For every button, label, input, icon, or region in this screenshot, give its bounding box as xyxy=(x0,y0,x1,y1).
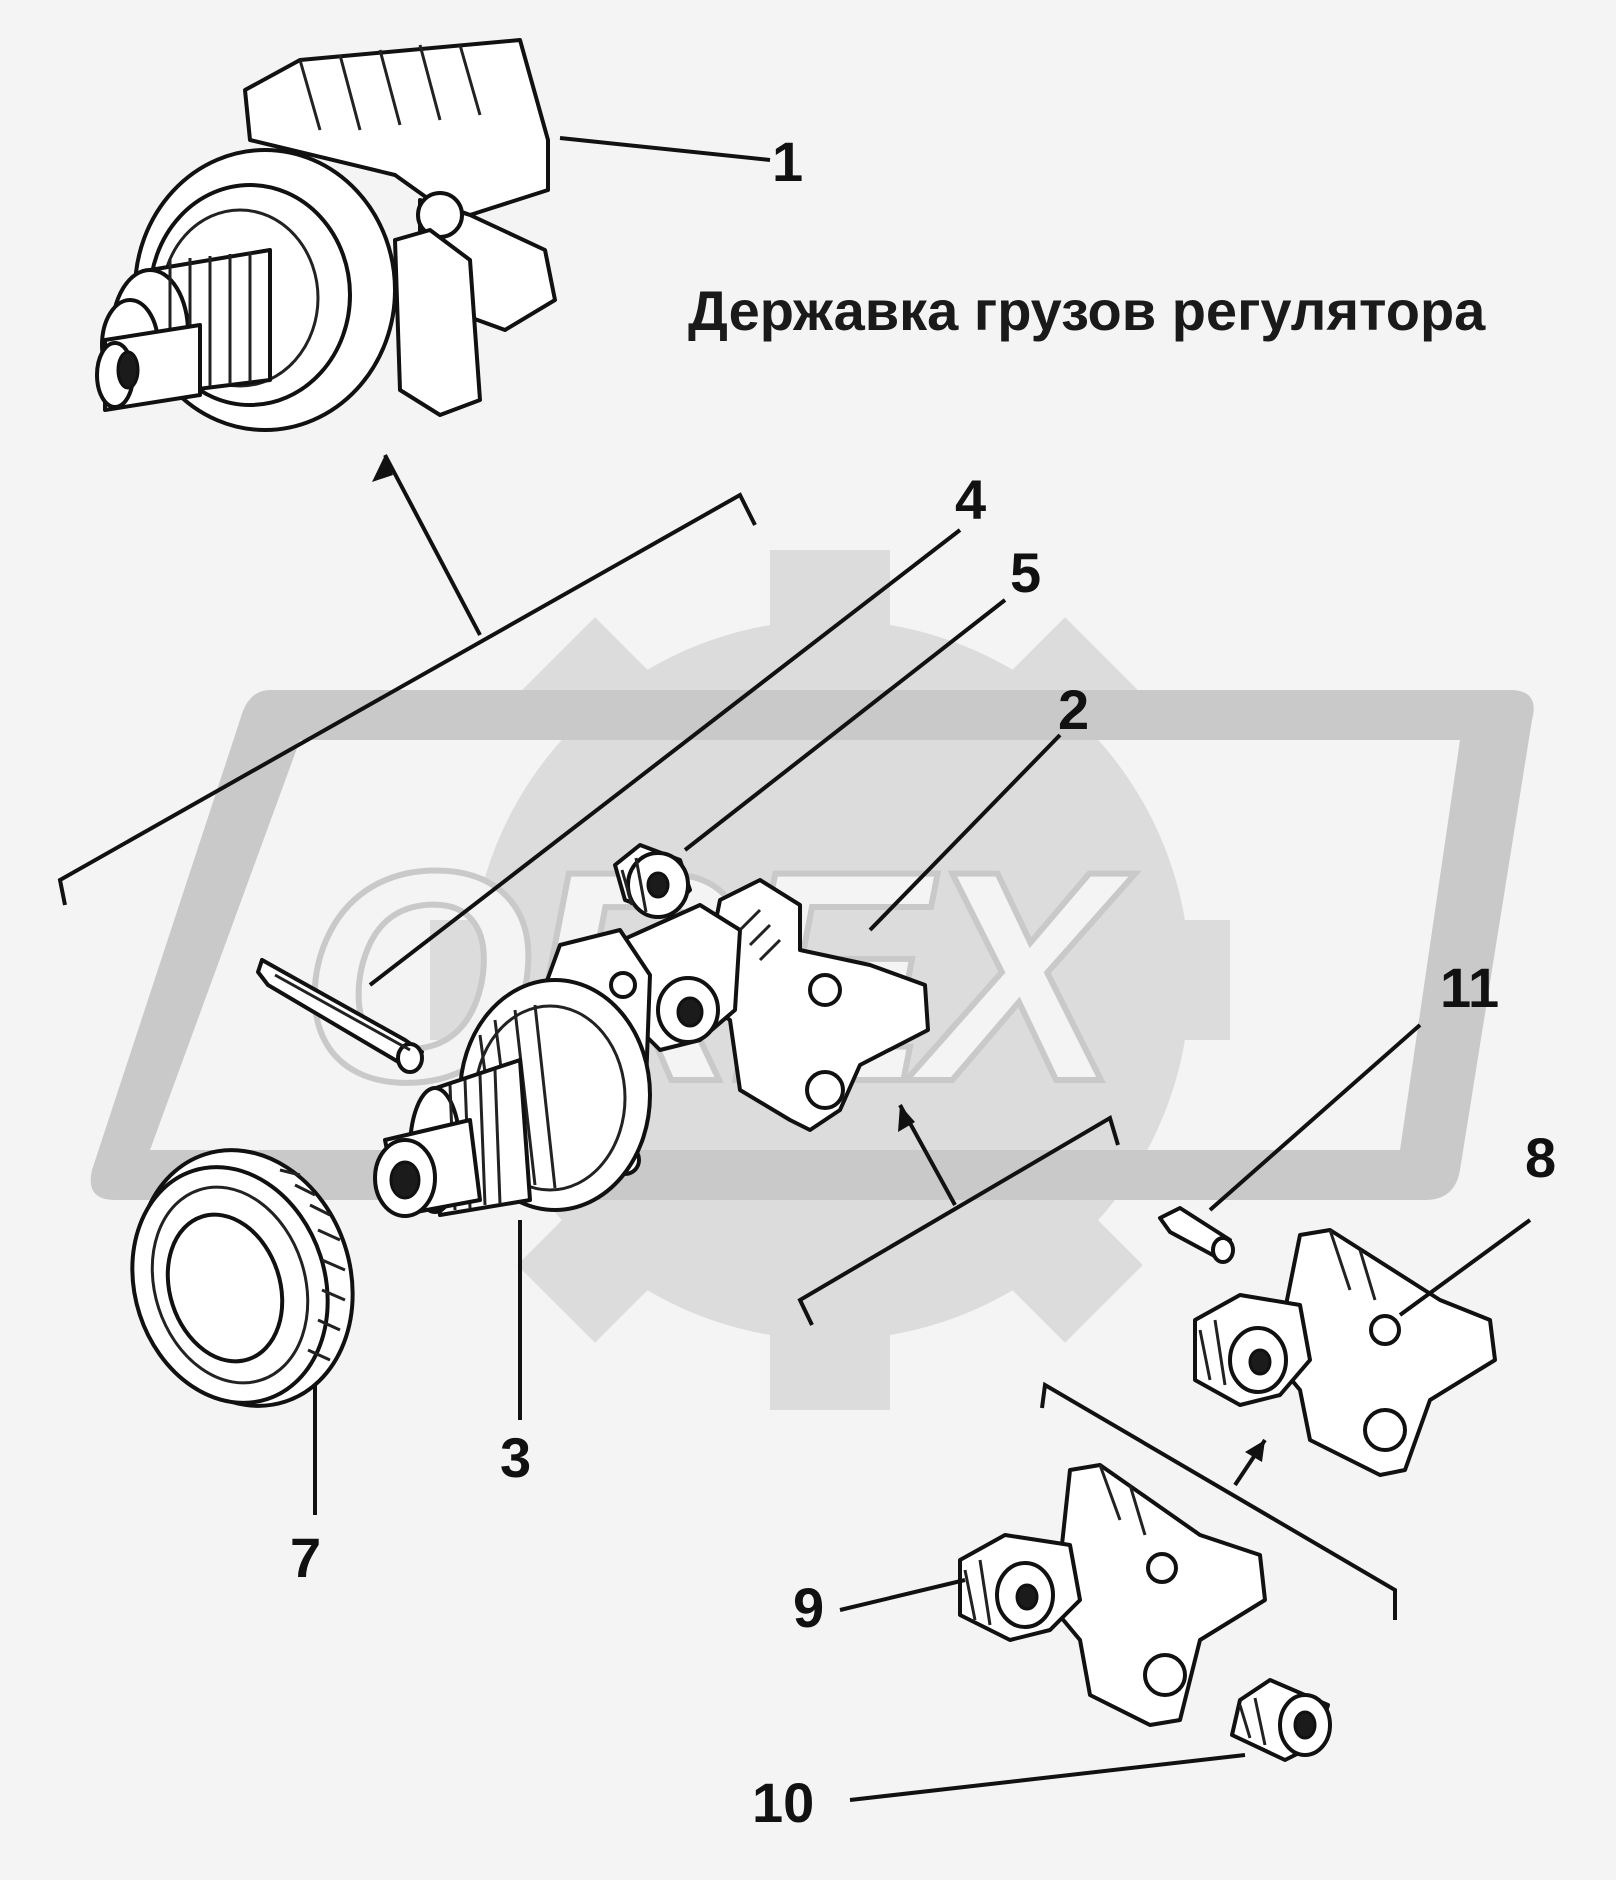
part-8-weight xyxy=(1193,1228,1497,1477)
part-10-bushing xyxy=(1230,1678,1332,1762)
bracket-group-3 xyxy=(1040,1381,1397,1620)
callout-leaders xyxy=(313,136,1532,1802)
diagram-title: Державка грузов регулятора xyxy=(688,279,1486,342)
callout-9: 9 xyxy=(793,1576,825,1639)
callout-2: 2 xyxy=(1058,678,1090,741)
part-1-holder-assembly xyxy=(95,38,557,432)
watermark-frame xyxy=(90,690,1534,1200)
part-9-weight xyxy=(958,1463,1267,1727)
bracket-group-2 xyxy=(797,1104,1120,1326)
part-2-3-shaft-holder xyxy=(373,878,930,1218)
callout-1: 1 xyxy=(772,130,804,193)
part-5-bushing xyxy=(613,843,692,919)
callout-4: 4 xyxy=(955,468,987,531)
callout-5: 5 xyxy=(1010,541,1042,604)
callout-7: 7 xyxy=(290,1526,322,1589)
callout-10: 10 xyxy=(752,1771,815,1834)
part-4-pin xyxy=(256,958,424,1074)
part-7-bearing xyxy=(130,1148,355,1408)
bracket-group-1 xyxy=(57,454,757,906)
callout-11: 11 xyxy=(1440,956,1500,1019)
callout-8: 8 xyxy=(1525,1126,1557,1189)
callout-3: 3 xyxy=(500,1426,532,1489)
part-11-small-pin xyxy=(1158,1206,1235,1264)
